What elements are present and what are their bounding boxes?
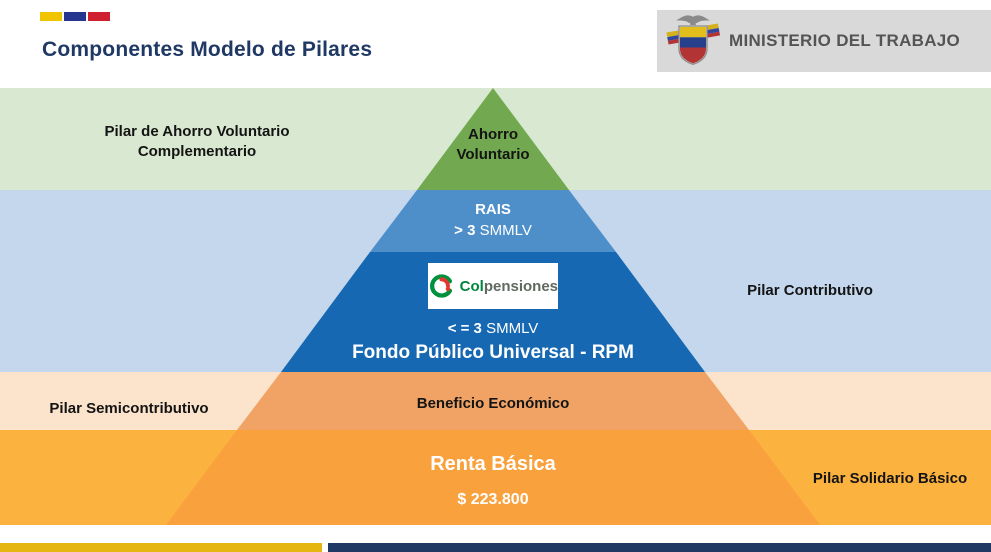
rais-threshold-value: > 3 xyxy=(454,222,476,239)
label-rais: RAIS xyxy=(475,201,511,218)
pyramid-section-rais xyxy=(370,190,616,252)
logo-text-pensiones: pensiones xyxy=(483,277,558,295)
colombia-flag-icon xyxy=(40,12,110,21)
colpensiones-wordmark: Colpensiones xyxy=(460,278,558,295)
rais-threshold-unit: SMMLV xyxy=(479,222,532,239)
ministry-name: MINISTERIO DEL TRABAJO xyxy=(729,31,961,50)
label-pilar-contributivo: Pilar Contributivo xyxy=(747,282,873,299)
label-fondo-publico-universal: Fondo Público Universal - RPM xyxy=(352,342,634,363)
pyramid-section-ahorro xyxy=(417,88,569,190)
label-pilar-semicontributivo: Pilar Semicontributivo xyxy=(49,400,209,417)
label-rais-threshold: > 3 SMMLV xyxy=(454,221,532,241)
label-renta-amount: $ 223.800 xyxy=(457,491,529,508)
footer-navy-bar xyxy=(328,543,991,552)
colpensiones-logo: Colpensiones xyxy=(428,263,558,309)
pyramid-section-fondo-publico xyxy=(281,252,705,372)
label-pilar-solidario-basico: Pilar Solidario Básico xyxy=(812,470,968,487)
label-ahorro-voluntario: Ahorro Voluntario xyxy=(456,126,530,164)
footer-yellow-bar xyxy=(0,543,322,552)
pyramid-section-beneficio xyxy=(237,372,749,430)
logo-text-col: Col xyxy=(459,277,484,295)
flag-yellow-stripe xyxy=(40,12,62,21)
label-smmlv-limit: < = 3 SMMLV xyxy=(448,319,539,339)
limit-unit: SMMLV xyxy=(486,320,539,337)
limit-value: < = 3 xyxy=(447,320,482,337)
page-title: Componentes Modelo de Pilares xyxy=(42,38,373,61)
colpensiones-icon xyxy=(430,274,453,298)
coat-of-arms-icon xyxy=(666,15,721,66)
pyramid-diagram xyxy=(166,88,820,525)
ministry-banner: MINISTERIO DEL TRABAJO xyxy=(657,10,991,72)
flag-blue-stripe xyxy=(64,12,86,21)
label-beneficio-economico: Beneficio Económico xyxy=(416,395,570,412)
pyramid-section-renta-basica xyxy=(166,430,820,525)
label-pilar-ahorro-voluntario: Pilar de Ahorro Voluntario Complementari… xyxy=(104,123,290,161)
label-renta-basica: Renta Básica xyxy=(430,453,556,475)
flag-red-stripe xyxy=(88,12,110,21)
